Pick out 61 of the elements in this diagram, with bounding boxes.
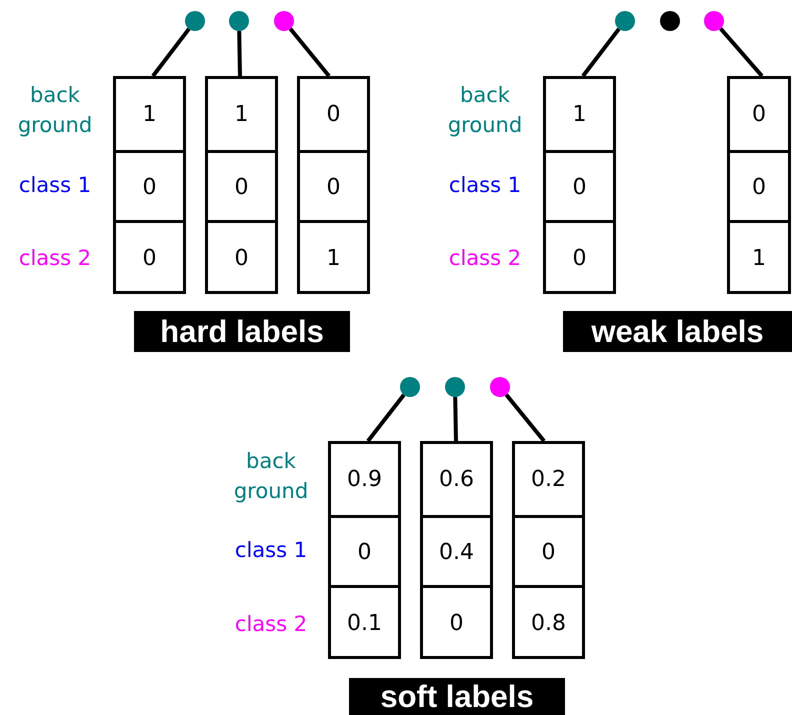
connector-line bbox=[581, 28, 621, 78]
title-banner: weak labels bbox=[563, 311, 792, 352]
title-banner: soft labels bbox=[349, 678, 565, 715]
value-cell: 0.1 bbox=[331, 585, 398, 659]
row-label: class 2 bbox=[234, 611, 308, 638]
row-label: back ground bbox=[446, 82, 524, 139]
dot-marker bbox=[490, 377, 510, 397]
label-column bbox=[727, 76, 791, 294]
value-cell: 1 bbox=[208, 79, 275, 150]
label-column bbox=[543, 76, 616, 294]
dot-marker bbox=[660, 11, 680, 31]
value-cell: 0.2 bbox=[515, 444, 582, 515]
value-cell: 0 bbox=[208, 220, 275, 294]
value-cell: 0 bbox=[208, 150, 275, 224]
value-cell: 0.8 bbox=[515, 585, 582, 659]
value-cell: 0 bbox=[515, 514, 582, 588]
row-label: class 2 bbox=[448, 245, 522, 272]
dot-marker bbox=[615, 11, 635, 31]
row-label: class 1 bbox=[448, 172, 522, 199]
label-column bbox=[113, 76, 186, 294]
dot-marker bbox=[185, 11, 205, 31]
value-cell: 0 bbox=[546, 220, 613, 294]
connector-line bbox=[366, 394, 406, 442]
row-label: back ground bbox=[232, 448, 310, 505]
label-column bbox=[205, 76, 278, 294]
value-cell: 0 bbox=[331, 514, 398, 588]
row-label: class 2 bbox=[18, 245, 92, 272]
value-cell: 0 bbox=[300, 150, 367, 224]
value-cell: 0.4 bbox=[423, 514, 490, 588]
connector-line bbox=[288, 27, 331, 78]
value-cell: 1 bbox=[730, 220, 788, 294]
value-cell: 0 bbox=[730, 79, 788, 150]
connector-line bbox=[237, 30, 242, 76]
label-column bbox=[512, 441, 585, 659]
connector-line bbox=[453, 396, 458, 442]
dot-marker bbox=[445, 377, 465, 397]
connector-line bbox=[151, 28, 191, 78]
value-cell: 0 bbox=[423, 585, 490, 659]
dot-marker bbox=[274, 11, 294, 31]
value-cell: 0 bbox=[300, 79, 367, 150]
dot-marker bbox=[400, 377, 420, 397]
value-cell: 0 bbox=[116, 150, 183, 224]
value-cell: 0 bbox=[730, 150, 788, 224]
row-label: back ground bbox=[16, 82, 94, 139]
label-column bbox=[420, 441, 493, 659]
connector-line bbox=[719, 27, 764, 78]
label-column bbox=[328, 441, 401, 659]
value-cell: 0.6 bbox=[423, 444, 490, 515]
value-cell: 0 bbox=[116, 220, 183, 294]
value-cell: 0 bbox=[546, 150, 613, 224]
dot-marker bbox=[704, 11, 724, 31]
connector-line bbox=[504, 393, 546, 442]
label-column bbox=[297, 76, 370, 294]
value-cell: 1 bbox=[300, 220, 367, 294]
row-label: class 1 bbox=[18, 172, 92, 199]
row-label: class 1 bbox=[234, 537, 308, 564]
title-banner: hard labels bbox=[134, 311, 350, 352]
dot-marker bbox=[229, 11, 249, 31]
value-cell: 0.9 bbox=[331, 444, 398, 515]
value-cell: 1 bbox=[116, 79, 183, 150]
value-cell: 1 bbox=[546, 79, 613, 150]
